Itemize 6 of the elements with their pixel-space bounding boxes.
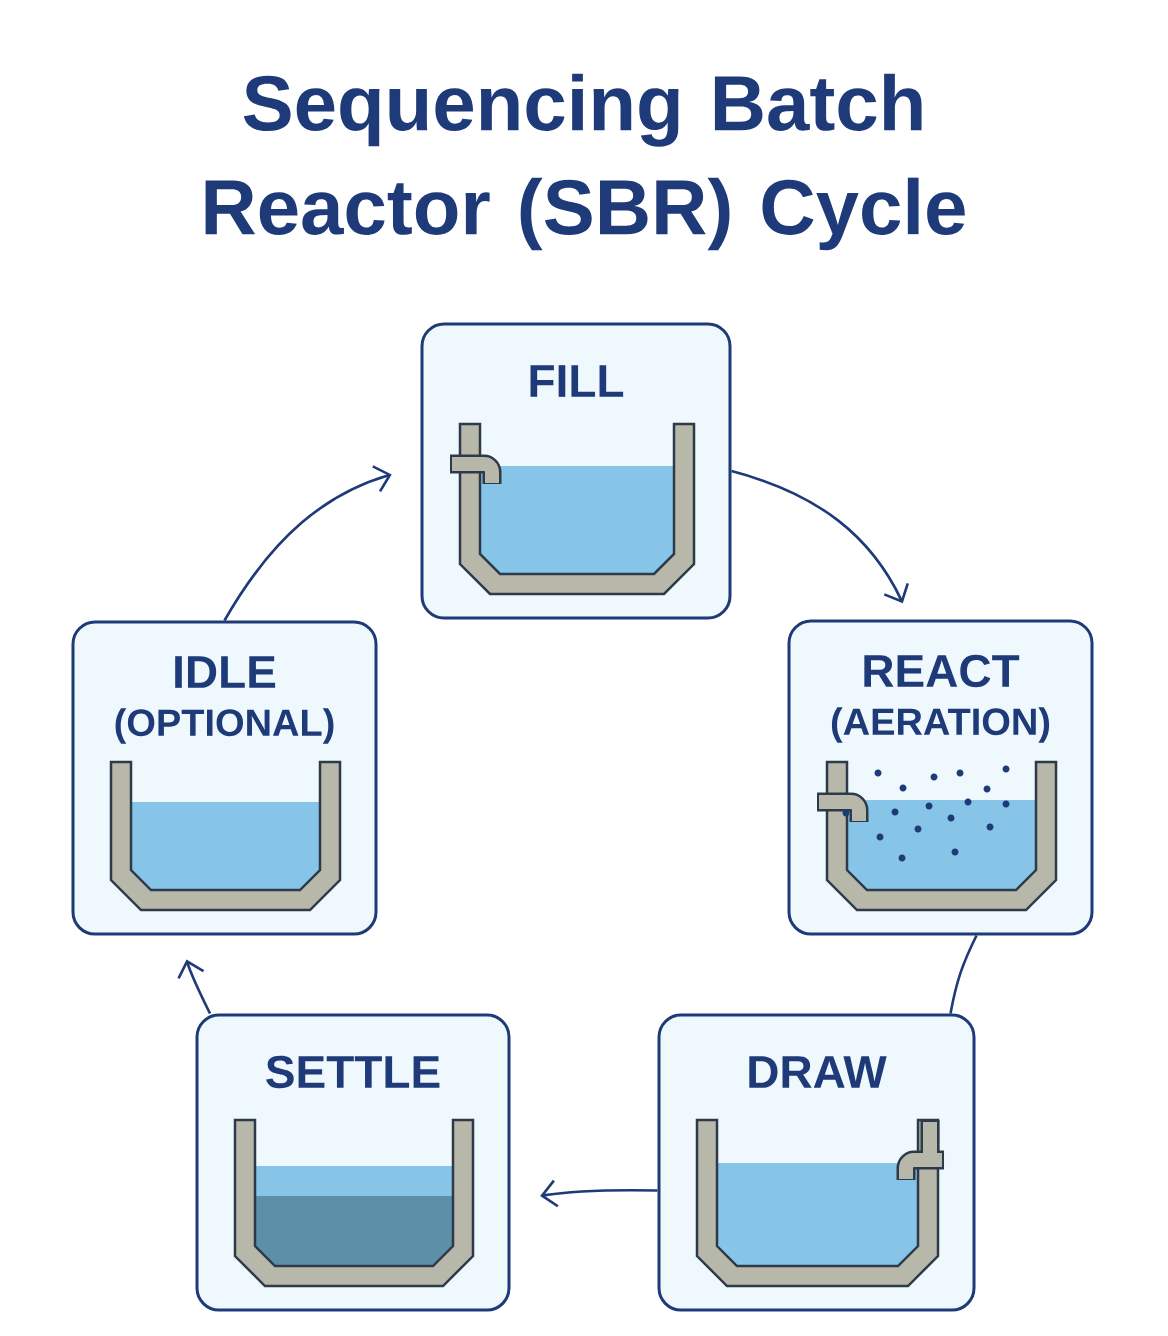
arrow (731, 469, 909, 604)
arrow (223, 465, 392, 622)
connector-line (949, 934, 978, 1014)
title: Sequencing Batch Reactor (SBR) Cycle (205, 73, 965, 251)
arrow (540, 1179, 658, 1208)
arrow (177, 959, 212, 1015)
